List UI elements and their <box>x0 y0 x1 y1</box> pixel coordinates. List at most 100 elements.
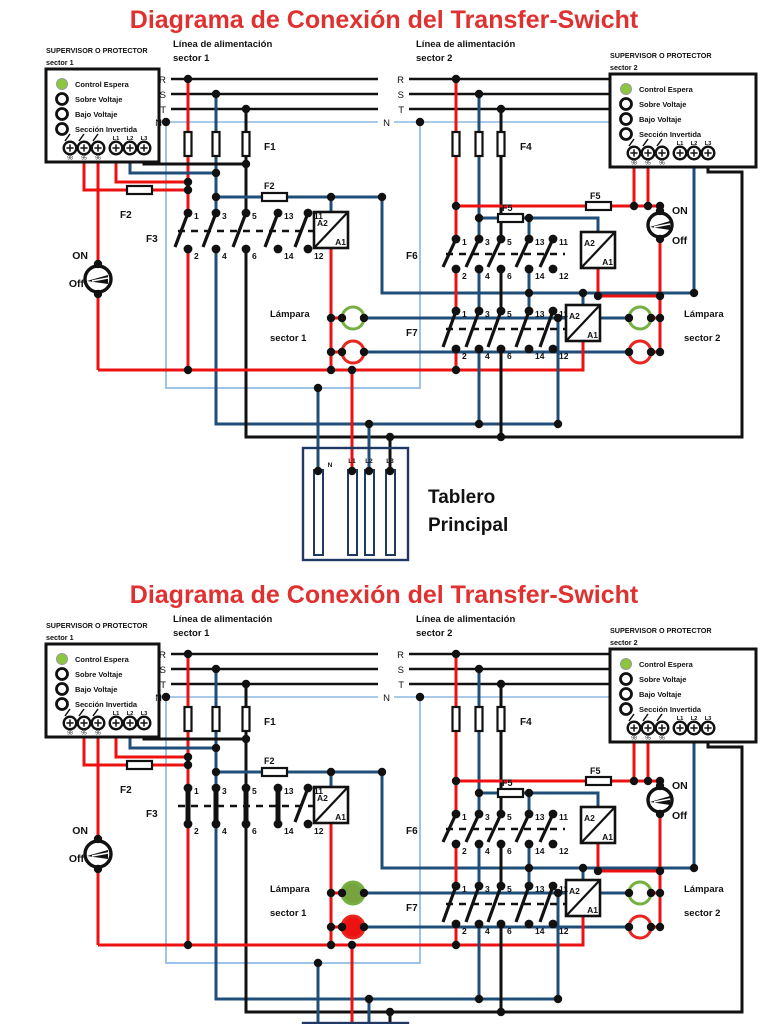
svg-text:5: 5 <box>507 884 512 894</box>
indicator-label-2-4: Sección Invertida <box>639 130 702 139</box>
svg-text:14: 14 <box>535 351 545 361</box>
lamp-group-sector1 <box>340 305 366 365</box>
coil-k2-a2: A2 <box>584 238 595 248</box>
terminal-l3-2: L3 <box>705 716 713 722</box>
supervisor2-subtitle: sector 2 <box>610 638 638 647</box>
terminal-95-1: 95 <box>81 731 87 737</box>
indicator-label-1-2: Sobre Voltaje <box>75 670 122 679</box>
lamp-group-sector2 <box>627 305 653 365</box>
svg-text:1: 1 <box>194 786 199 796</box>
feed1-label-line1: Línea de alimentación <box>173 39 272 50</box>
contactor-label-f7: F7 <box>406 903 418 914</box>
lamp1-label-line1: Lámpara <box>270 884 310 895</box>
terminal-l1-2: L1 <box>677 716 685 722</box>
lamp1-label-line1: Lámpara <box>270 309 310 320</box>
svg-text:13: 13 <box>535 237 545 247</box>
svg-text:5: 5 <box>252 211 257 221</box>
lamp2-label-line2: sector 2 <box>684 333 720 344</box>
svg-text:2: 2 <box>462 926 467 936</box>
fuse-label-f5-blue: F5 <box>502 778 513 788</box>
svg-text:2: 2 <box>194 251 199 261</box>
supervisor2-title: SUPERVISOR O PROTECTOR <box>610 51 712 60</box>
indicator-control-espera-2 <box>620 658 632 670</box>
svg-text:11: 11 <box>559 884 568 894</box>
svg-text:12: 12 <box>314 826 324 836</box>
phase-s-1: S <box>160 665 166 676</box>
contactor-label-f3: F3 <box>146 809 158 820</box>
switch1-off-label: Off <box>69 278 85 290</box>
svg-text:2: 2 <box>462 351 467 361</box>
coil-k3-a2: A2 <box>569 311 580 321</box>
svg-text:1: 1 <box>462 237 467 247</box>
svg-text:13: 13 <box>284 786 294 796</box>
indicator-label-2-3: Bajo Voltaje <box>639 690 681 699</box>
switch2-on-label: ON <box>672 205 688 217</box>
fuse-label-f2-red: F2 <box>120 210 132 221</box>
switch1-on-label: ON <box>72 250 88 262</box>
junction-dots <box>93 74 699 476</box>
coil-k1-a2: A2 <box>317 218 328 228</box>
lamp2-label-line2: sector 2 <box>684 908 720 919</box>
indicator-label-1-1: Control Espera <box>75 80 130 89</box>
contactor-label-f6: F6 <box>406 826 418 837</box>
terminal-l3-2: L3 <box>705 141 713 147</box>
svg-text:3: 3 <box>222 211 227 221</box>
fuse-f1-c <box>241 705 251 733</box>
phase-r-2: R <box>397 650 404 661</box>
svg-text:4: 4 <box>485 351 490 361</box>
phase-t-1: T <box>160 105 166 116</box>
indicator-sobre-voltaje-2 <box>619 97 633 111</box>
indicator-label-2-4: Sección Invertida <box>639 705 702 714</box>
onoff-switch-sector1 <box>83 839 113 869</box>
supervisor2-subtitle: sector 2 <box>610 63 638 72</box>
indicator-label-2-2: Sobre Voltaje <box>639 100 686 109</box>
svg-text:6: 6 <box>507 926 512 936</box>
svg-text:4: 4 <box>485 846 490 856</box>
indicator-label-2-1: Control Espera <box>639 85 694 94</box>
svg-text:14: 14 <box>535 846 545 856</box>
coil-k2-a2: A2 <box>584 813 595 823</box>
switch1-on-label: ON <box>72 825 88 837</box>
fuse-f1-b <box>211 130 221 158</box>
svg-text:5: 5 <box>507 237 512 247</box>
fuse-f1-a <box>183 705 193 733</box>
indicator-seccion-invertida-2 <box>619 702 633 716</box>
terminal-screws <box>62 715 716 736</box>
svg-text:14: 14 <box>535 926 545 936</box>
svg-text:14: 14 <box>284 826 294 836</box>
terminal-98-2: 98 <box>631 736 637 742</box>
indicator-control-espera-1 <box>56 78 68 90</box>
fuse-f4-c <box>496 705 506 733</box>
supervisor1-subtitle: sector 1 <box>46 633 74 642</box>
indicator-sobre-voltaje-1 <box>55 667 69 681</box>
relay-contact-glyph-2 <box>628 713 663 722</box>
supervisor2-title: SUPERVISOR O PROTECTOR <box>610 626 712 635</box>
svg-text:11: 11 <box>314 211 323 221</box>
fuse-f1-a <box>183 130 193 158</box>
coil-k1-a1: A1 <box>335 237 346 247</box>
indicator-seccion-invertida-1 <box>55 697 69 711</box>
svg-text:11: 11 <box>559 309 568 319</box>
fuse-f1-b <box>211 705 221 733</box>
relay-contact-glyph-1 <box>64 708 99 717</box>
indicator-label-1-3: Bajo Voltaje <box>75 685 117 694</box>
coil-k3 <box>564 303 602 343</box>
fuse-f5-red <box>584 775 613 787</box>
indicator-label-1-3: Bajo Voltaje <box>75 110 117 119</box>
contactor-label-f7: F7 <box>406 328 418 339</box>
fuse-f4-b <box>474 130 484 158</box>
svg-text:13: 13 <box>535 812 545 822</box>
terminal-98-2: 98 <box>631 161 637 167</box>
supervisor1-title: SUPERVISOR O PROTECTOR <box>46 621 148 630</box>
contactor-label-f3: F3 <box>146 234 158 245</box>
svg-text:5: 5 <box>252 786 257 796</box>
svg-text:4: 4 <box>222 251 227 261</box>
feed1-label-line1: Línea de alimentación <box>173 614 272 625</box>
switch2-off-label: Off <box>672 810 688 822</box>
indicator-control-espera-2 <box>620 83 632 95</box>
indicator-label-1-1: Control Espera <box>75 655 130 664</box>
